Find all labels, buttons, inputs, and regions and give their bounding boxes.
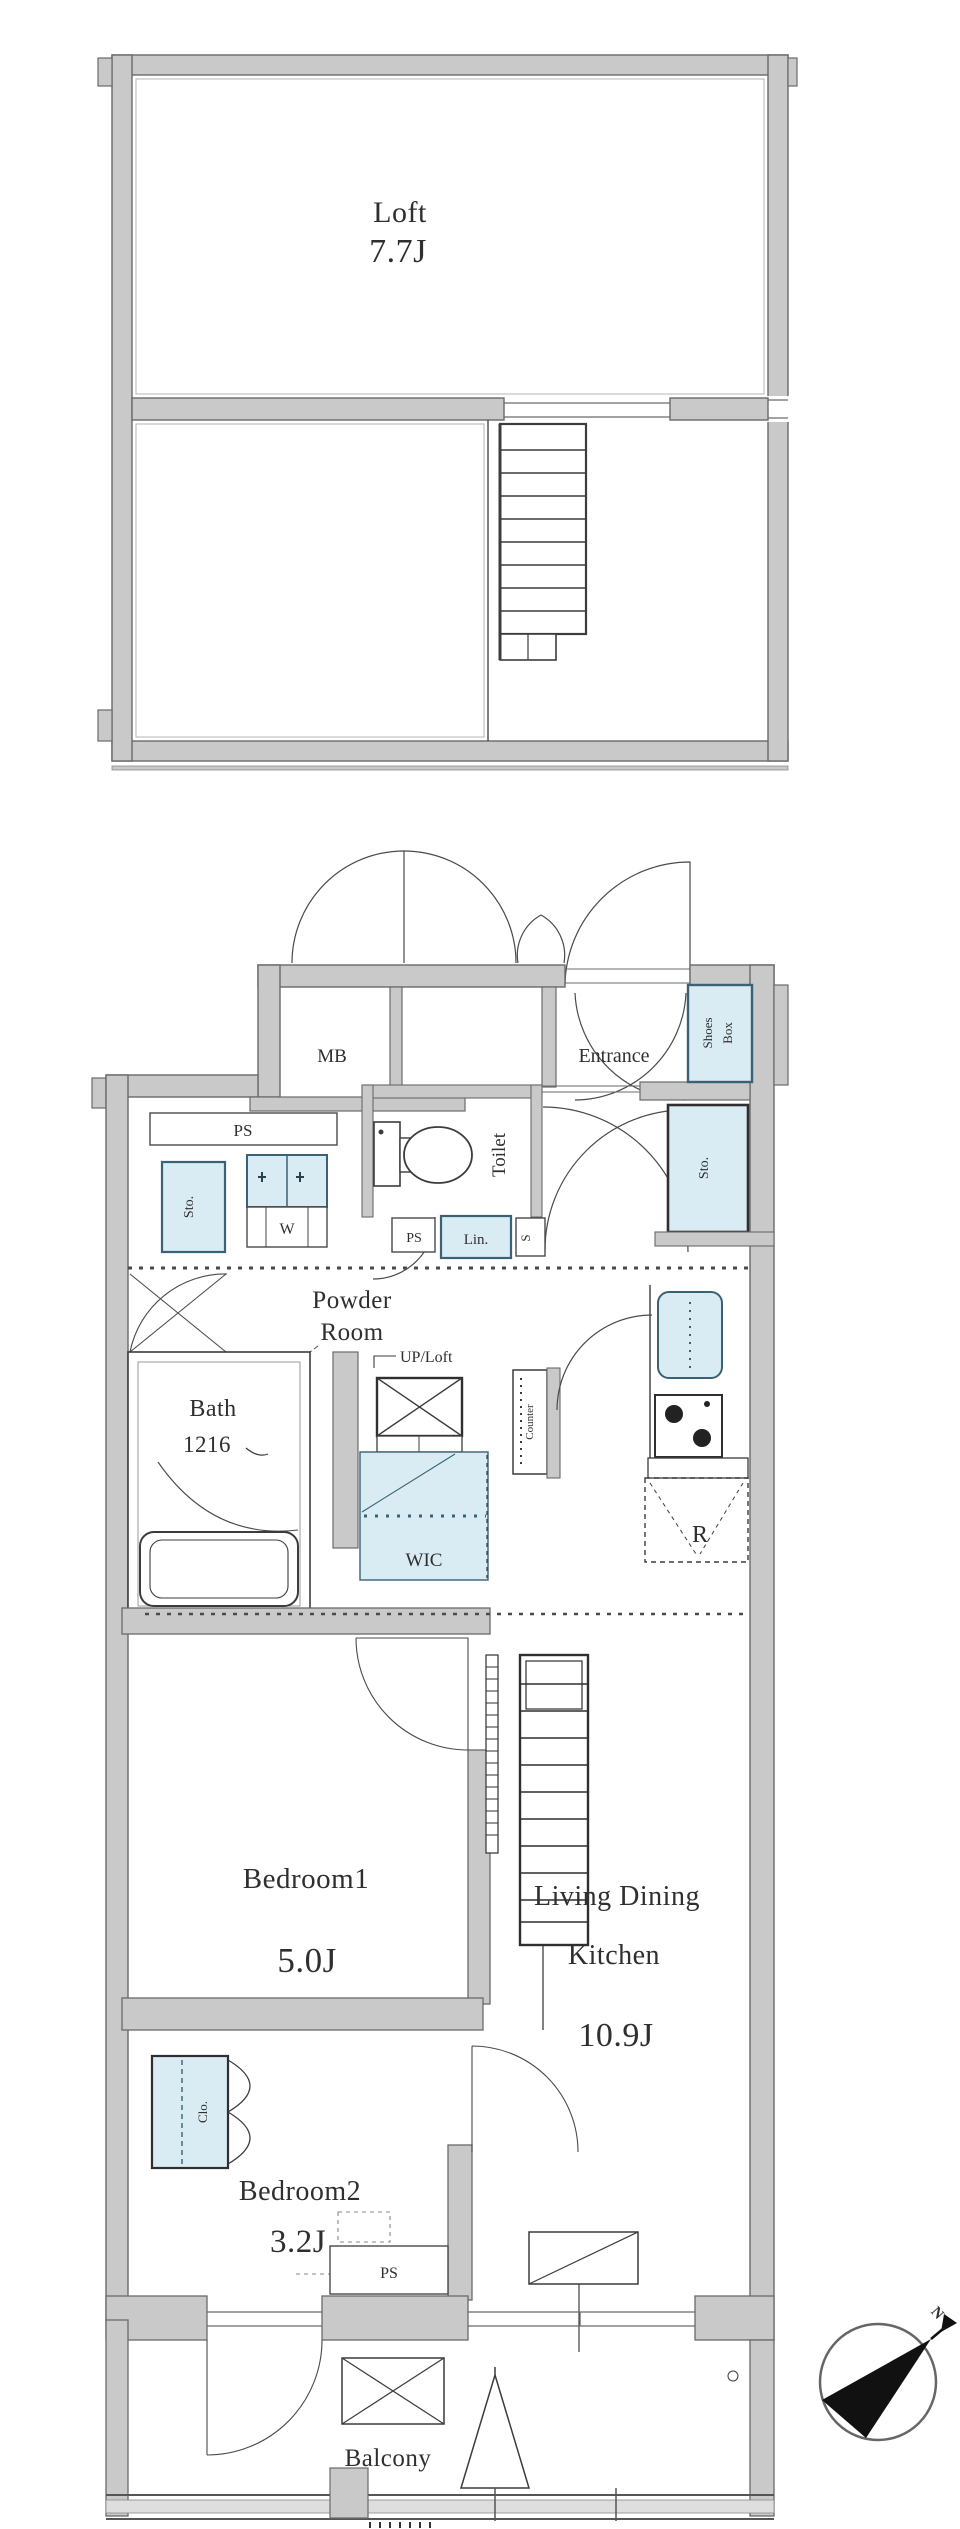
loft-room-outline (135, 78, 765, 395)
drain-circle-icon (727, 2370, 739, 2382)
sash-symbol (528, 2231, 639, 2285)
bedroom1-door-arc (355, 1637, 469, 1751)
powder-room: Powder Room (129, 1273, 392, 1371)
powder-door-cross (129, 1273, 227, 1353)
pipe-space-top-label: PS (234, 1121, 253, 1140)
toilet-label: Toilet (489, 1132, 510, 1177)
loft-size-label: 7.7J (369, 233, 427, 270)
window-markers (528, 2231, 639, 2352)
closet-bifold-door (226, 2059, 251, 2165)
ldk-staircase (485, 1653, 590, 2030)
storage-right-wall (654, 1231, 775, 1247)
pipe-space-mid: PS (391, 1217, 436, 1253)
compass: N (818, 2304, 957, 2442)
closet: Clo. (150, 2054, 251, 2170)
balcony-door-arc (206, 2339, 323, 2456)
shoes-box-label-line1: Shoes (700, 1017, 715, 1048)
washer-faucet-icon (258, 1172, 304, 1182)
kitchen-counter-strip: Counter (512, 1367, 561, 1479)
bedroom1-south-wall (121, 1997, 484, 2031)
refrigerator-space: R (644, 1477, 749, 1563)
bedroom2-dashed-detail-1 (337, 2211, 391, 2243)
storage-left: Sto. (160, 1160, 227, 1254)
loft-interior-wall (131, 397, 769, 421)
evacuation-hatch-icon (459, 2367, 531, 2489)
counter-end (647, 1457, 749, 1479)
loft-staircase (487, 420, 588, 741)
ac-unit-icon (341, 2357, 445, 2425)
pipe-space-bottom-label: PS (380, 2265, 398, 2282)
bedroom2-size-label: 3.2J (270, 2224, 326, 2260)
counter-label: Counter (524, 1404, 536, 1440)
main-floor-plan: MB Entrance Shoes Box PS Sto. W (91, 850, 957, 2528)
bedroom2-door-arc (471, 2045, 579, 2153)
stove-icon (654, 1394, 723, 1458)
kitchen-fixtures: R (556, 1285, 749, 1563)
storage-right-label: Sto. (697, 1157, 712, 1179)
entrance-label: Entrance (578, 1045, 649, 1067)
bedroom1: Bedroom1 5.0J (121, 1607, 750, 2031)
loft-room-label: Loft (373, 196, 427, 229)
balcony: Balcony (105, 2319, 775, 2528)
washer-label: W (279, 1221, 295, 1238)
linen-closet: Lin. (439, 1214, 513, 1260)
stair-side-wall (332, 1351, 359, 1549)
loft-lower-room-outline (135, 423, 485, 738)
shoes-box: Shoes Box (686, 983, 754, 1084)
ldk-label-line1: Living Dining (534, 1881, 700, 1912)
wic-label: WIC (406, 1550, 443, 1571)
hall-door-arcs (542, 1106, 689, 1253)
pipe-space-top: PS (149, 1112, 338, 1146)
powder-room-label-line1: Powder (312, 1287, 392, 1314)
bedroom1-label: Bedroom1 (243, 1863, 369, 1895)
bath-size-label: 1216 (183, 1432, 231, 1457)
washer-space: W (246, 1154, 328, 1248)
shoes-box-label-line2: Box (720, 1022, 735, 1044)
balcony-railing (105, 2467, 775, 2528)
balcony-hatch-ticks (369, 2522, 431, 2528)
compass-needle-icon (822, 2339, 931, 2438)
south-wall (105, 2295, 775, 2341)
bedroom1-size-label: 5.0J (277, 1941, 336, 1980)
wic: WIC (359, 1451, 489, 1581)
powder-door-arc (129, 1273, 228, 1353)
bath-label: Bath (189, 1396, 236, 1422)
bedroom2: Clo. Bedroom2 3.2J PS (150, 2045, 579, 2301)
entrance-walls (249, 986, 751, 1112)
refrigerator-label: R (692, 1522, 708, 1548)
storage-right: Sto. (654, 1103, 775, 1247)
meter-box-label: MB (317, 1046, 347, 1067)
compass-arrowhead-icon (941, 2314, 957, 2332)
bathtub-icon (139, 1531, 299, 1607)
pipe-space-mid-label: PS (406, 1231, 422, 1246)
shaft-label: S (518, 1234, 533, 1241)
kitchen-door-arc (556, 1314, 653, 1411)
up-loft-stair: UP/Loft (373, 1349, 464, 1453)
bath-size-leader (245, 1447, 269, 1456)
bath-room: Bath 1216 (127, 1351, 311, 1617)
pipe-space-bottom: PS (329, 2245, 449, 2295)
toilet-fixture-icon (373, 1121, 473, 1187)
up-loft-label: UP/Loft (400, 1349, 453, 1366)
closet-label: Clo. (195, 2101, 210, 2123)
toilet-room: Toilet (361, 1084, 543, 1280)
ldk-label-line2: Kitchen (568, 1940, 660, 1971)
storage-left-label: Sto. (182, 1196, 197, 1218)
shaft-box: S (515, 1217, 546, 1257)
loft-floor-plan: Loft 7.7J (97, 54, 798, 771)
ldk-size-label: 10.9J (578, 2017, 653, 2054)
linen-closet-label: Lin. (464, 1232, 489, 1248)
kitchen-sink-icon (657, 1291, 723, 1379)
powder-room-label-line2: Room (320, 1319, 383, 1346)
bedroom2-label: Bedroom2 (239, 2176, 361, 2207)
